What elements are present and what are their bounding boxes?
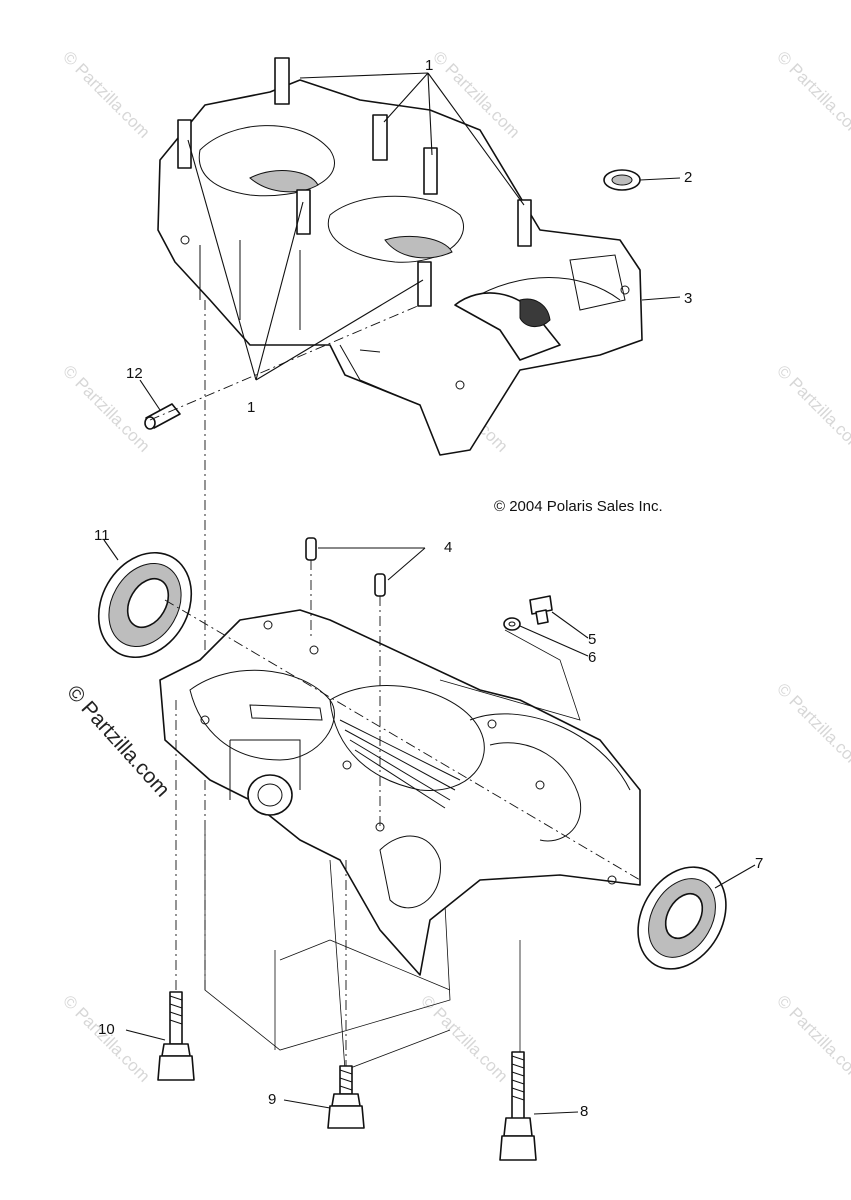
callout-12: 12 — [126, 365, 143, 382]
watermark: © Partzilla.com — [773, 361, 851, 455]
grommet-part-2 — [603, 169, 641, 191]
callout-4: 4 — [444, 539, 452, 556]
partzilla-watermark: © Partzilla.com — [62, 681, 174, 802]
callout-labels: 1 1 2 3 4 5 6 7 8 9 10 11 12 — [94, 57, 763, 1120]
callout-9: 9 — [268, 1091, 276, 1108]
callout-1: 1 — [425, 57, 433, 74]
upper-crankcase — [157, 79, 643, 456]
callout-1: 1 — [247, 399, 255, 416]
lower-crankcase — [159, 609, 641, 1071]
callout-5: 5 — [588, 631, 596, 648]
stud — [423, 147, 438, 195]
callout-2: 2 — [684, 169, 692, 186]
bolt-part-10 — [125, 700, 195, 1081]
callout-10: 10 — [98, 1021, 115, 1038]
dowel-pin-part-12 — [144, 403, 181, 430]
stud — [296, 189, 311, 235]
oil-seal-part-7 — [637, 864, 756, 970]
guide-line — [439, 629, 581, 721]
watermark: © Partzilla.com — [773, 991, 851, 1085]
callout-11: 11 — [94, 527, 110, 544]
bolt-part-9 — [283, 860, 365, 1129]
stud — [417, 261, 432, 307]
watermark: © Partzilla.com — [773, 679, 851, 773]
stud — [372, 114, 388, 161]
washer-part-6 — [503, 617, 521, 631]
dowels-part-4 — [305, 537, 426, 830]
leader-line — [519, 625, 589, 657]
bolt-part-8 — [499, 1051, 579, 1161]
watermark: © Partzilla.com — [59, 991, 153, 1085]
watermark: © Partzilla.com — [773, 47, 851, 141]
leader-line — [551, 611, 589, 639]
callout-3: 3 — [684, 290, 692, 307]
callout-6: 6 — [588, 649, 596, 666]
watermark: © Partzilla.com — [59, 47, 153, 141]
stud — [274, 57, 290, 105]
copyright-notice: © 2004 Polaris Sales Inc. — [494, 498, 663, 515]
plug-part-5 — [529, 595, 553, 625]
stud — [177, 119, 192, 169]
callout-7: 7 — [755, 855, 763, 872]
callout-8: 8 — [580, 1103, 588, 1120]
stud — [517, 199, 532, 247]
oil-seal-part-11 — [97, 539, 641, 881]
stud-bolts — [177, 57, 532, 307]
